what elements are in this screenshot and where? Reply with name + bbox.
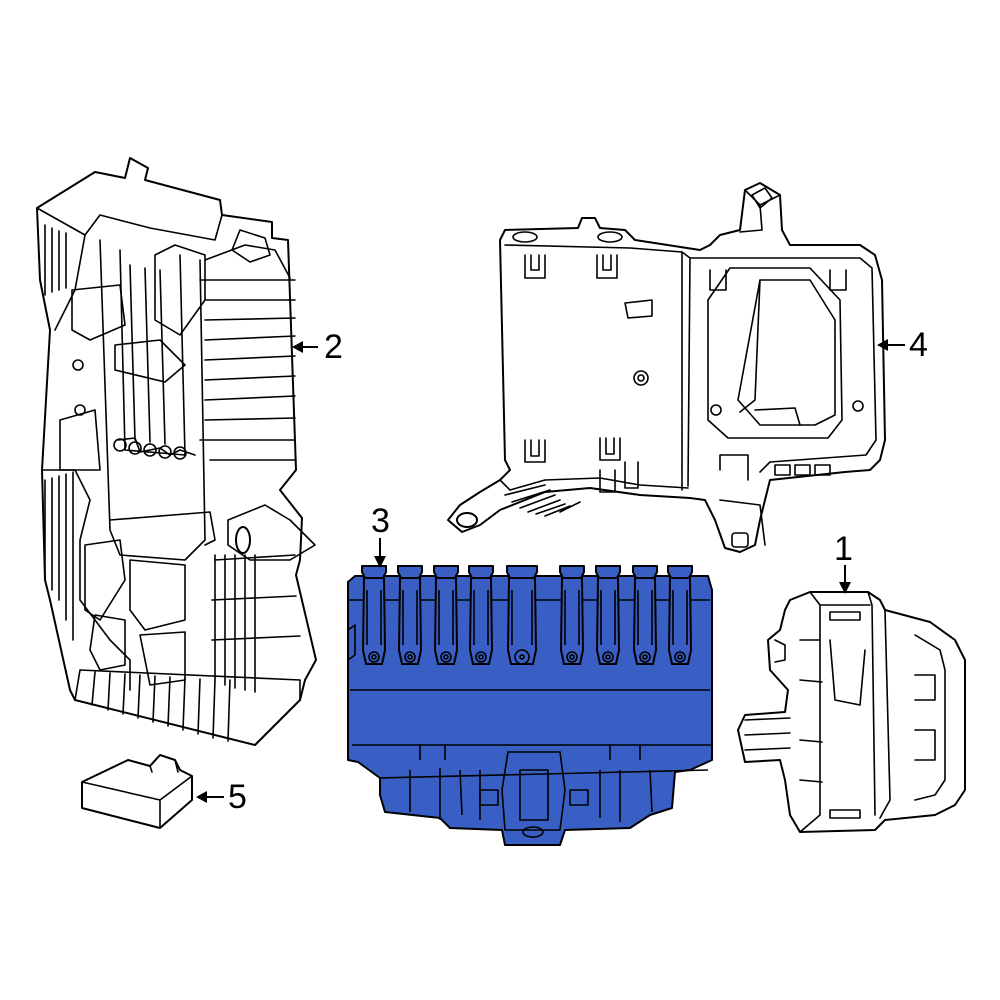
callout-1-label: 1 [834,530,853,568]
part-5-relay[interactable] [81,754,193,829]
module-pins [361,565,693,665]
part-1-control-unit[interactable] [737,591,966,833]
module-pin [361,565,387,665]
callout-5: 5 [196,778,247,816]
module-pin [559,565,585,665]
module-pin [468,565,494,665]
module-pin [632,565,658,665]
module-pin [397,565,423,665]
callout-2-label: 2 [324,328,343,366]
callout-3: 3 [371,502,390,568]
module-pin [506,565,538,665]
module-pin [433,565,459,665]
part-4-bracket[interactable] [447,182,886,553]
callout-2: 2 [292,328,343,366]
callout-5-label: 5 [228,778,247,816]
module-pin [595,565,621,665]
module-pin [667,565,693,665]
callout-4: 4 [877,326,928,364]
callout-4-label: 4 [909,326,928,364]
callout-1: 1 [834,530,853,594]
part-2-junction-box[interactable] [36,157,317,746]
part-3-module[interactable] [347,565,713,846]
callout-3-label: 3 [371,502,390,540]
